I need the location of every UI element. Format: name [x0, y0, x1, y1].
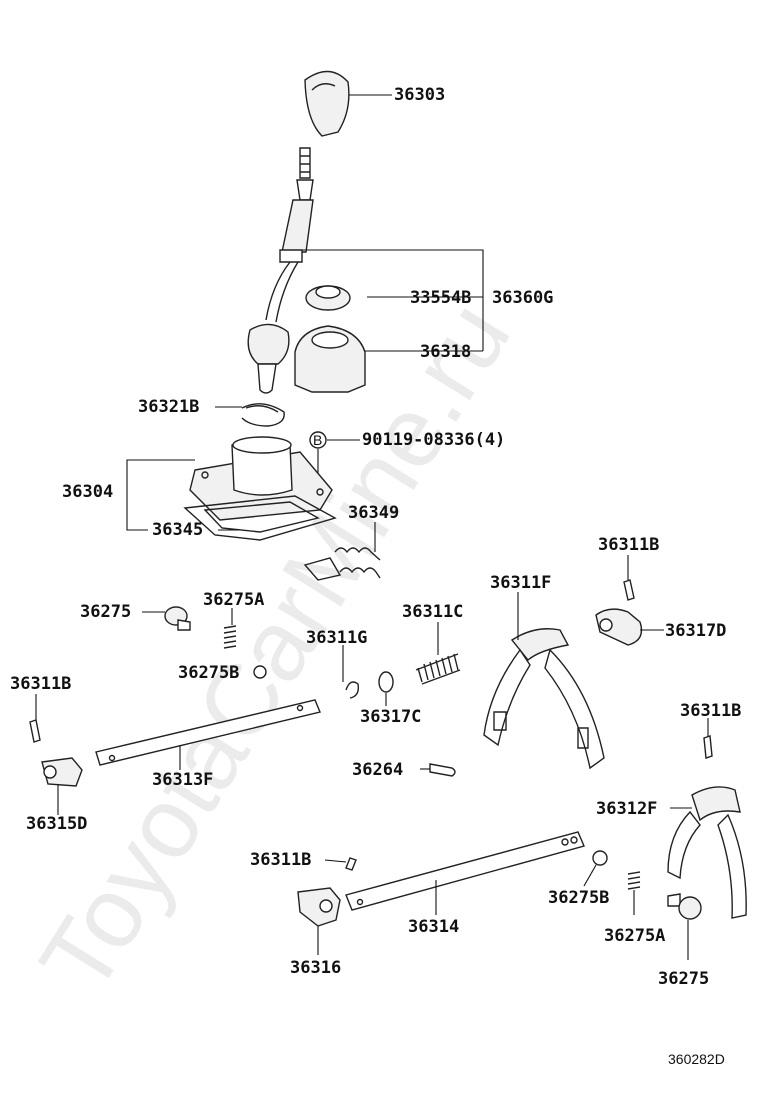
label-36317D[interactable]: 36317D [665, 621, 726, 641]
watermark: ToyotaCarMine.ru [19, 283, 532, 1012]
shift-knob[interactable] [304, 70, 350, 137]
compression-spring[interactable] [415, 653, 461, 685]
label-36315D[interactable]: 36315D [26, 814, 87, 834]
label-36311C[interactable]: 36311C [402, 602, 463, 622]
label-36311G[interactable]: 36311G [306, 628, 367, 648]
label-36345[interactable]: 36345 [152, 520, 203, 540]
slotted-pin-right[interactable] [703, 735, 713, 759]
label-36275-b[interactable]: 36275 [658, 969, 709, 989]
diagram-code: 360282D [668, 1051, 725, 1067]
label-36318[interactable]: 36318 [420, 342, 471, 362]
label-36303[interactable]: 36303 [394, 85, 445, 105]
label-36275-a[interactable]: 36275 [80, 602, 131, 622]
label-36311B-c[interactable]: 36311B [680, 701, 741, 721]
spring-left[interactable] [223, 625, 237, 649]
slotted-pin-left[interactable] [29, 719, 41, 743]
label-36311B-d[interactable]: 36311B [250, 850, 311, 870]
bolt-callout-mark: B [313, 432, 322, 448]
label-36311B-a[interactable]: 36311B [598, 535, 659, 555]
shift-head-block[interactable] [595, 608, 643, 646]
leader-36275B-b [583, 864, 597, 887]
label-36275A-b[interactable]: 36275A [604, 926, 665, 946]
label-36316[interactable]: 36316 [290, 958, 341, 978]
label-36311B-b[interactable]: 36311B [10, 674, 71, 694]
label-36264[interactable]: 36264 [352, 760, 403, 780]
retainer-gasket[interactable] [183, 495, 337, 541]
label-36275B-a[interactable]: 36275B [178, 663, 239, 683]
shift-fork-f[interactable] [483, 628, 605, 770]
slotted-pin-bottom[interactable] [345, 857, 357, 871]
shift-boot[interactable] [294, 325, 366, 393]
interlock-pin[interactable] [429, 763, 456, 777]
leader-36311B-d [324, 859, 347, 863]
label-33554B[interactable]: 33554B [410, 288, 471, 308]
lever-spring[interactable] [303, 547, 381, 581]
label-36314[interactable]: 36314 [408, 917, 459, 937]
label-36275A-a[interactable]: 36275A [203, 590, 264, 610]
shift-shaft-14[interactable] [345, 831, 585, 911]
ball-left[interactable] [253, 665, 267, 679]
shift-fork-12f[interactable] [667, 786, 747, 919]
shift-head-16[interactable] [297, 887, 341, 927]
plug-right[interactable] [667, 893, 702, 920]
label-36321B[interactable]: 36321B [138, 397, 199, 417]
shift-lever[interactable] [247, 147, 314, 394]
label-36304[interactable]: 36304 [62, 482, 113, 502]
label-36312F[interactable]: 36312F [596, 799, 657, 819]
washer[interactable] [378, 671, 394, 693]
lever-retainer-housing[interactable] [189, 436, 333, 521]
shift-head-d[interactable] [41, 757, 83, 787]
bolt-callout-circle [309, 431, 327, 449]
snap-ring[interactable] [241, 403, 285, 427]
label-36313F[interactable]: 36313F [152, 770, 213, 790]
boot-cap[interactable] [305, 285, 351, 311]
spring-right[interactable] [627, 871, 641, 890]
ball-right[interactable] [592, 850, 608, 866]
slotted-pin-top[interactable] [623, 579, 635, 601]
label-36360G[interactable]: 36360G [492, 288, 553, 308]
shift-shaft-f[interactable] [95, 699, 321, 766]
snap-ring-g[interactable] [345, 681, 360, 699]
label-36349[interactable]: 36349 [348, 503, 399, 523]
label-90119[interactable]: 90119-08336(4) [362, 430, 505, 450]
bracket-lever-parts [302, 249, 484, 352]
bracket-36304 [126, 459, 195, 531]
plug-left[interactable] [164, 606, 191, 631]
label-36317C[interactable]: 36317C [360, 707, 421, 727]
label-36275B-b[interactable]: 36275B [548, 888, 609, 908]
label-36311F[interactable]: 36311F [490, 573, 551, 593]
